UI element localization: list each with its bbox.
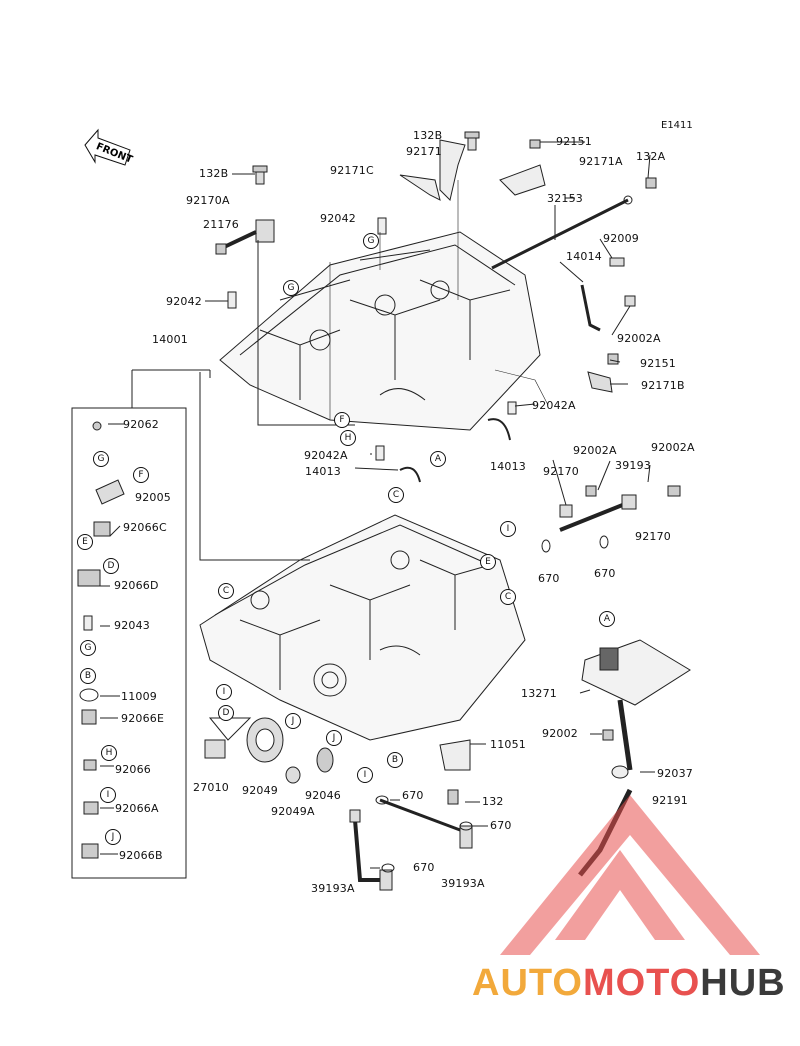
part-label[interactable]: 92009 bbox=[603, 232, 639, 245]
part-label[interactable]: 92066 bbox=[115, 763, 151, 776]
callout-marker: F bbox=[334, 412, 350, 428]
callout-marker: C bbox=[388, 487, 404, 503]
callout-marker: C bbox=[500, 589, 516, 605]
part-label[interactable]: 670 bbox=[490, 819, 512, 832]
callout-marker: J bbox=[105, 829, 121, 845]
callout-marker: G bbox=[93, 451, 109, 467]
part-label[interactable]: 92042 bbox=[166, 295, 202, 308]
part-label[interactable]: 11009 bbox=[121, 690, 157, 703]
diagram-code: E1411 bbox=[661, 120, 693, 131]
callout-marker: D bbox=[218, 705, 234, 721]
part-label[interactable]: 21176 bbox=[203, 218, 239, 231]
callout-marker: E bbox=[77, 534, 93, 550]
part-label[interactable]: 132B bbox=[199, 167, 229, 180]
part-label[interactable]: 27010 bbox=[193, 781, 229, 794]
part-label[interactable]: 92002 bbox=[542, 727, 578, 740]
part-label[interactable]: 92005 bbox=[135, 491, 171, 504]
callout-marker: E bbox=[480, 554, 496, 570]
callout-marker: A bbox=[599, 611, 615, 627]
callout-marker: F bbox=[133, 467, 149, 483]
part-label[interactable]: 670 bbox=[538, 572, 560, 585]
part-label[interactable]: 39193A bbox=[311, 882, 355, 895]
callout-marker: A bbox=[430, 451, 446, 467]
part-label[interactable]: 14013 bbox=[490, 460, 526, 473]
part-label[interactable]: 92049 bbox=[242, 784, 278, 797]
callout-marker: I bbox=[357, 767, 373, 783]
part-label[interactable]: 132A bbox=[636, 150, 666, 163]
callout-marker: J bbox=[326, 730, 342, 746]
callout-marker: H bbox=[340, 430, 356, 446]
part-label[interactable]: 92171C bbox=[330, 164, 374, 177]
part-label[interactable]: 14001 bbox=[152, 333, 188, 346]
callout-marker: I bbox=[216, 684, 232, 700]
automotohub-logo-text: AUTOMOTOHUB bbox=[472, 962, 786, 1005]
part-label[interactable]: 92151 bbox=[556, 135, 592, 148]
callout-marker: G bbox=[363, 233, 379, 249]
callout-marker: C bbox=[218, 583, 234, 599]
callout-marker: B bbox=[80, 668, 96, 684]
part-label[interactable]: 92171B bbox=[641, 379, 685, 392]
part-label[interactable]: 92191 bbox=[652, 794, 688, 807]
callout-marker: H bbox=[101, 745, 117, 761]
part-label[interactable]: 132 bbox=[482, 795, 504, 808]
part-label[interactable]: 92151 bbox=[640, 357, 676, 370]
part-label[interactable]: 92042A bbox=[304, 449, 348, 462]
part-label[interactable]: 92043 bbox=[114, 619, 150, 632]
logo-text-auto: AUTO bbox=[472, 962, 583, 1004]
logo-text-moto: MOTO bbox=[582, 962, 701, 1004]
part-label[interactable]: 14014 bbox=[566, 250, 602, 263]
part-label[interactable]: 92042A bbox=[532, 399, 576, 412]
logo-text-hub: HUB bbox=[700, 962, 786, 1004]
part-label[interactable]: 14013 bbox=[305, 465, 341, 478]
callout-marker: G bbox=[283, 280, 299, 296]
part-label[interactable]: 11051 bbox=[490, 738, 526, 751]
part-label[interactable]: 39193 bbox=[615, 459, 651, 472]
part-label[interactable]: 92042 bbox=[320, 212, 356, 225]
part-label[interactable]: 132B bbox=[413, 129, 443, 142]
part-label[interactable]: 92002A bbox=[573, 444, 617, 457]
part-label[interactable]: 92170 bbox=[543, 465, 579, 478]
part-label[interactable]: 670 bbox=[594, 567, 616, 580]
callout-marker: B bbox=[387, 752, 403, 768]
part-label[interactable]: 92170A bbox=[186, 194, 230, 207]
callout-marker: D bbox=[103, 558, 119, 574]
callout-marker: I bbox=[100, 787, 116, 803]
part-label[interactable]: 32153 bbox=[547, 192, 583, 205]
callout-marker: J bbox=[285, 713, 301, 729]
part-label[interactable]: 670 bbox=[402, 789, 424, 802]
part-label[interactable]: 39193A bbox=[441, 877, 485, 890]
part-label[interactable]: 92171A bbox=[579, 155, 623, 168]
part-label[interactable]: 92066C bbox=[123, 521, 167, 534]
part-label[interactable]: 92062 bbox=[123, 418, 159, 431]
part-label[interactable]: 92171 bbox=[406, 145, 442, 158]
part-label[interactable]: 13271 bbox=[521, 687, 557, 700]
part-label[interactable]: 92046 bbox=[305, 789, 341, 802]
part-label[interactable]: 92002A bbox=[617, 332, 661, 345]
part-label[interactable]: 92066B bbox=[119, 849, 163, 862]
part-label[interactable]: 92049A bbox=[271, 805, 315, 818]
part-label[interactable]: 92066E bbox=[121, 712, 165, 725]
part-label[interactable]: 92037 bbox=[657, 767, 693, 780]
part-label[interactable]: 92066A bbox=[115, 802, 159, 815]
part-label[interactable]: 92066D bbox=[114, 579, 159, 592]
part-label[interactable]: 670 bbox=[413, 861, 435, 874]
callout-marker: I bbox=[500, 521, 516, 537]
part-label[interactable]: 92002A bbox=[651, 441, 695, 454]
part-label[interactable]: 92170 bbox=[635, 530, 671, 543]
callout-marker: G bbox=[80, 640, 96, 656]
automotohub-logo-mark bbox=[500, 795, 760, 955]
